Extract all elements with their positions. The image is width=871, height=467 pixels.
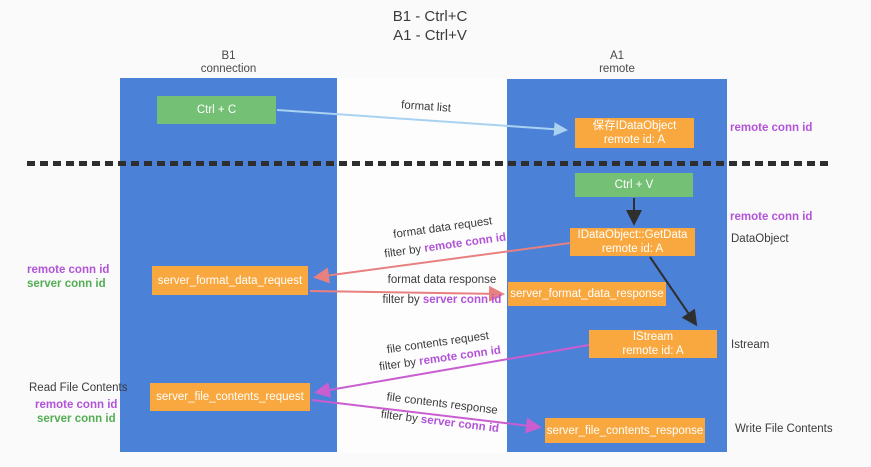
annotation-remote-conn-id-right: remote conn id bbox=[730, 211, 813, 223]
annotation-remote-conn-id-top-right: remote conn id bbox=[730, 122, 813, 134]
lane-header-a1: A1 remote bbox=[507, 50, 727, 76]
annotation-dataobject: DataObject bbox=[731, 233, 789, 245]
istream-line1: IStream bbox=[632, 331, 674, 343]
server-format-data-request-label: server_format_data_request bbox=[157, 274, 303, 287]
format-data-response-label: format data response filter by server co… bbox=[372, 273, 512, 307]
server-conn-id-text: server conn id bbox=[422, 294, 502, 306]
annotation-write-file-contents: Write File Contents bbox=[735, 423, 833, 435]
server-file-contents-response-box: server_file_contents_response bbox=[545, 418, 705, 443]
ctrl-v-box: Ctrl + V bbox=[575, 173, 693, 197]
server-file-contents-request-box: server_file_contents_request bbox=[150, 383, 310, 411]
getdata-line1: IDataObject::GetData bbox=[577, 229, 688, 241]
server-file-contents-response-label: server_file_contents_response bbox=[546, 424, 704, 437]
ctrl-v-label: Ctrl + V bbox=[614, 179, 654, 191]
save-idataobject-line2: remote id: A bbox=[603, 134, 666, 146]
annotation-server-conn-id-left-2: server conn id bbox=[37, 413, 116, 425]
annotation-remote-conn-id-left-2: remote conn id bbox=[35, 399, 118, 411]
lane-a1-subtitle: remote bbox=[599, 63, 635, 75]
annotation-read-file-contents: Read File Contents bbox=[29, 382, 128, 394]
annotation-server-conn-id-left-1: server conn id bbox=[27, 278, 106, 290]
istream-line2: remote id: A bbox=[622, 345, 684, 357]
annotation-remote-conn-id-left-1: remote conn id bbox=[27, 264, 110, 276]
filter-by-text: filter by bbox=[382, 294, 423, 306]
ctrl-c-label: Ctrl + C bbox=[196, 104, 237, 116]
idataobject-getdata-box: IDataObject::GetData remote id: A bbox=[570, 228, 695, 256]
title-line-2: A1 - Ctrl+V bbox=[393, 27, 467, 44]
format-data-response-line1: format data response bbox=[387, 274, 497, 286]
lane-a1-name: A1 bbox=[609, 50, 625, 62]
server-file-contents-request-label: server_file_contents_request bbox=[156, 391, 304, 403]
server-format-data-response-box: server_format_data_response bbox=[508, 282, 666, 306]
server-format-data-response-label: server_format_data_response bbox=[510, 288, 664, 300]
ctrl-c-box: Ctrl + C bbox=[157, 96, 276, 124]
title-line-1: B1 - Ctrl+C bbox=[392, 8, 468, 25]
lane-b1-subtitle: connection bbox=[200, 63, 257, 75]
save-idataobject-box: 保存IDataObject remote id: A bbox=[575, 118, 694, 148]
format-data-response-filter: filter by server conn id bbox=[372, 293, 512, 307]
lane-header-b1: B1 connection bbox=[120, 50, 337, 76]
diagram-title: B1 - Ctrl+C A1 - Ctrl+V bbox=[0, 7, 860, 45]
save-idataobject-line1: 保存IDataObject bbox=[592, 120, 677, 132]
phase-separator-dashed-line bbox=[27, 161, 833, 166]
istream-box: IStream remote id: A bbox=[589, 330, 717, 358]
lane-b1-name: B1 bbox=[221, 50, 236, 62]
server-format-data-request-box: server_format_data_request bbox=[152, 266, 308, 295]
annotation-istream: Istream bbox=[731, 339, 770, 351]
getdata-line2: remote id: A bbox=[601, 243, 664, 255]
